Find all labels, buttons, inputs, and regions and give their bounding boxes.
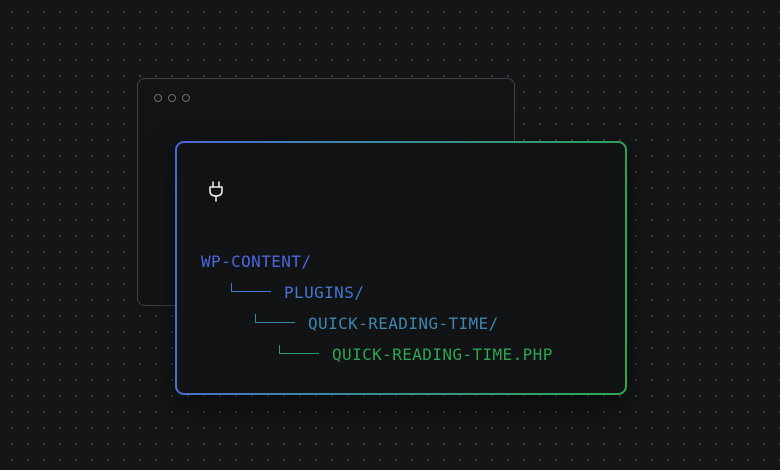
plug-icon (209, 181, 223, 202)
tree-branch-icon (231, 283, 271, 292)
tree-plugin-folder: QUICK-READING-TIME/ (255, 314, 499, 333)
tree-branch-icon (255, 314, 295, 323)
window-dot-icon (154, 94, 162, 102)
tree-plugin-file: QUICK-READING-TIME.PHP (279, 345, 553, 364)
folder-label: WP-CONTENT/ (201, 252, 312, 271)
folder-label: QUICK-READING-TIME/ (308, 314, 499, 333)
plugin-path-card-body: WP-CONTENT/ PLUGINS/ QUICK-READING-TIME/… (177, 143, 625, 393)
plugin-path-card: WP-CONTENT/ PLUGINS/ QUICK-READING-TIME/… (175, 141, 627, 395)
file-label: QUICK-READING-TIME.PHP (332, 345, 553, 364)
tree-root-folder: WP-CONTENT/ (201, 252, 311, 271)
window-dot-icon (182, 94, 190, 102)
tree-plugins-folder: PLUGINS/ (231, 283, 364, 302)
folder-label: PLUGINS/ (284, 283, 365, 302)
tree-branch-icon (279, 345, 319, 354)
window-controls (154, 94, 190, 102)
window-dot-icon (168, 94, 176, 102)
